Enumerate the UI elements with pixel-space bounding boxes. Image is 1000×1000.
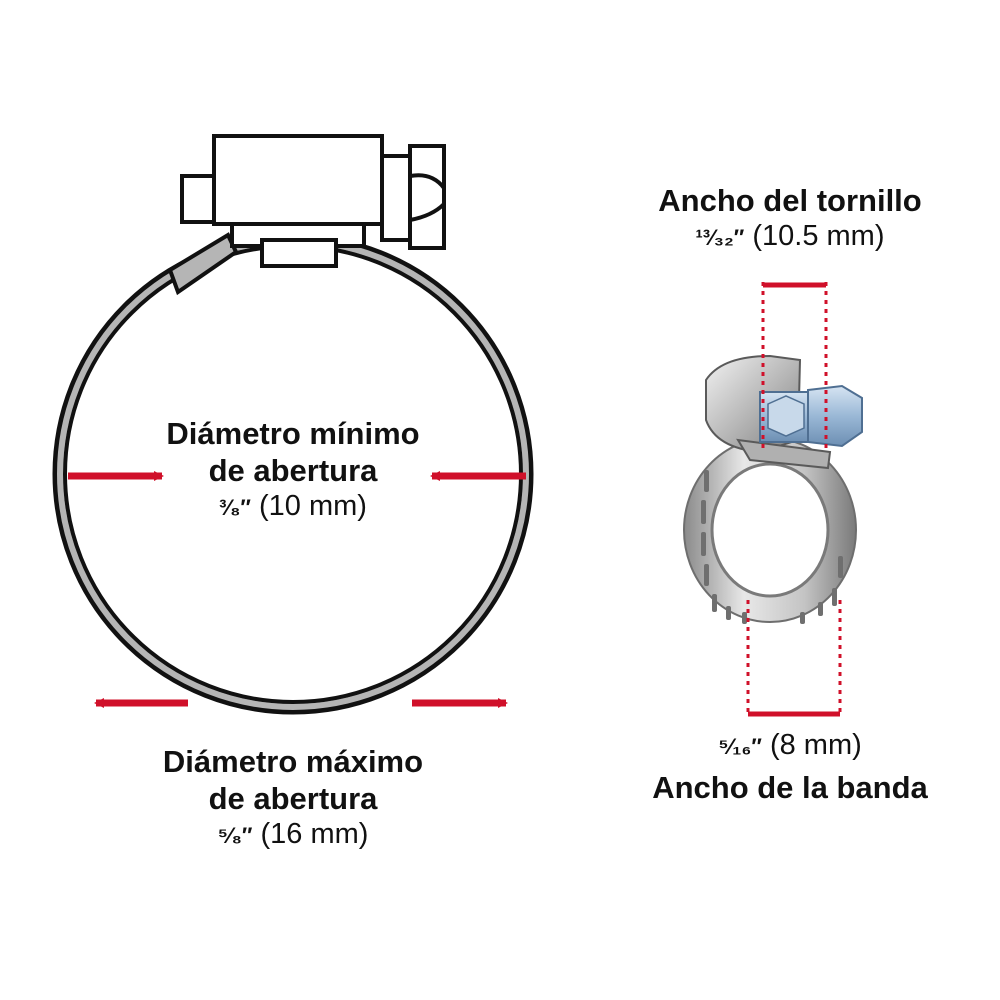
clamp-photo [683,354,863,624]
band-width-label: ⁵⁄₁₆″ (8 mm) Ancho de la banda [590,728,990,806]
clamp-housing-body [212,134,384,226]
screw-width-title: Ancho del tornillo [658,183,922,218]
max-diameter-value: ⁵⁄₈″ (16 mm) [110,817,476,852]
max-diameter-metric: (16 mm) [260,818,369,851]
min-diameter-metric: (10 mm) [258,490,367,523]
clamp-screw-tail [180,174,216,224]
clamp-band-end [167,232,239,296]
max-diameter-title-line2: de abertura [208,781,378,817]
screw-width-dimension [761,282,828,452]
min-diameter-title-line2: de abertura [208,453,378,489]
band-width-title: Ancho de la banda [652,769,928,805]
band-width-dimension [746,600,842,717]
band-width-fraction: ⁵⁄₁₆″ [718,734,762,759]
clamp-housing-foot [260,238,338,268]
clamp-screw-slot-top [409,173,446,190]
clamp-screw-slot-bottom [409,202,446,222]
photo-screw-hex [767,395,805,437]
clamp-screw-head [408,144,446,250]
clamp-drawing [52,134,534,715]
band-width-metric: (8 mm) [769,729,862,761]
min-diameter-value: ³⁄₈″ (10 mm) [110,489,476,524]
screw-width-fraction: ¹³⁄₃₂″ [695,225,745,251]
min-diameter-label: Diámetro mínimo de abertura ³⁄₈″ (10 mm) [110,415,476,524]
screw-width-metric: (10.5 mm) [752,220,885,253]
band-width-value: ⁵⁄₁₆″ (8 mm) [590,728,990,763]
photo-screw-head [807,384,863,448]
photo-housing-bridge [736,438,832,470]
max-diameter-fraction: ⁵⁄₈″ [217,823,253,849]
screw-width-value: ¹³⁄₃₂″ (10.5 mm) [600,219,980,254]
min-diameter-title-line1: Diámetro mínimo [166,416,420,451]
screw-width-label: Ancho del tornillo ¹³⁄₃₂″ (10.5 mm) [600,182,980,254]
max-diameter-label: Diámetro máximo de abertura ⁵⁄₈″ (16 mm) [110,743,476,852]
clamp-screw-neck [380,154,412,242]
band-slots [701,470,843,624]
band-inner [710,462,830,598]
max-diameter-title-line1: Diámetro máximo [162,744,424,779]
min-diameter-fraction: ³⁄₈″ [219,495,251,521]
